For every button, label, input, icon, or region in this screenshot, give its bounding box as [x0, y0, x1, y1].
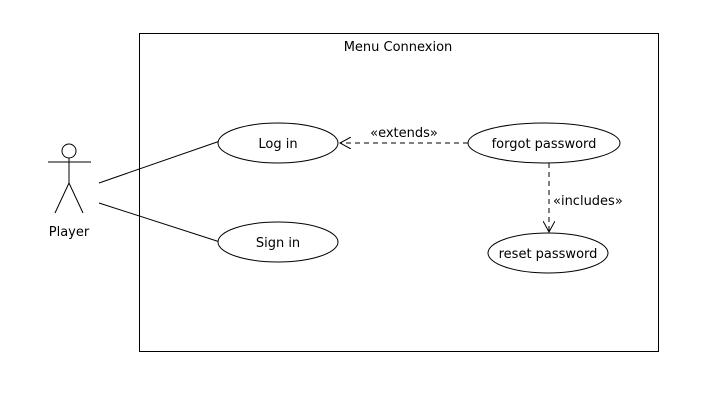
actor-label: Player: [49, 225, 90, 240]
association-player-login: [98, 140, 221, 184]
association-player-signin: [98, 202, 221, 243]
actor-right-leg: [68, 182, 84, 214]
use-case-reset-password-label: reset password: [499, 247, 598, 262]
use-case-forgot-password[interactable]: forgot password: [467, 122, 621, 164]
extends-label: «extends»: [370, 126, 438, 141]
actor-left-leg: [54, 182, 70, 214]
use-case-signin[interactable]: Sign in: [217, 221, 339, 263]
use-case-forgot-password-label: forgot password: [492, 137, 597, 152]
use-case-signin-label: Sign in: [256, 236, 300, 251]
use-case-reset-password[interactable]: reset password: [487, 232, 609, 274]
use-case-login-label: Log in: [258, 137, 297, 152]
actor-player[interactable]: Player: [48, 143, 91, 240]
system-title: Menu Connexion: [344, 40, 453, 55]
includes-label: «includes»: [553, 194, 623, 209]
use-case-login[interactable]: Log in: [217, 122, 339, 164]
system-boundary: [139, 33, 659, 352]
actor-head: [61, 143, 77, 159]
